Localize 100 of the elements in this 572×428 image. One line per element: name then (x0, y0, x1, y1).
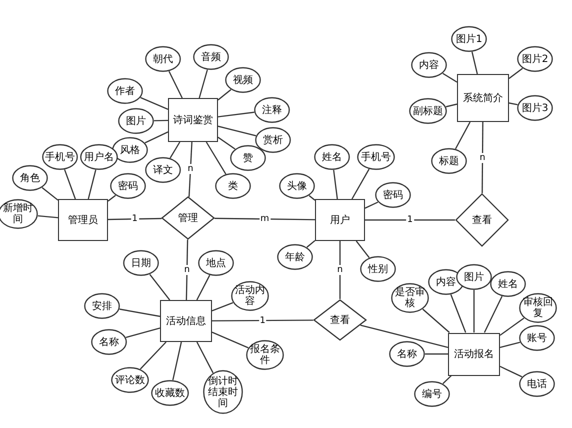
node-label: 收藏数 (154, 388, 186, 398)
connector-line (500, 366, 522, 378)
node-label: 用户名 (83, 152, 115, 162)
node-label: 图片 (463, 272, 485, 282)
attribute-ellipse (456, 264, 492, 290)
attribute-ellipse (519, 371, 555, 397)
node-label: 头像 (286, 180, 308, 192)
connector-line (214, 218, 315, 220)
attribute-ellipse (230, 145, 266, 171)
connector-line (168, 70, 183, 98)
connector-line (442, 72, 458, 83)
node-label: 年龄 (284, 252, 306, 262)
connector-line (364, 202, 378, 209)
node-label: 手机号 (360, 152, 392, 162)
attribute-ellipse (375, 182, 411, 208)
attribute-ellipse (411, 52, 447, 78)
connector-line (206, 142, 226, 174)
node-label: 图片 (125, 116, 147, 126)
attribute-ellipse (145, 157, 181, 183)
node-label: 标题 (438, 156, 460, 166)
connector-line (356, 240, 370, 258)
attribute-ellipse (198, 250, 234, 276)
attribute-ellipse (12, 165, 48, 191)
node-label: 查看 (330, 314, 350, 326)
attribute-ellipse (517, 46, 553, 72)
cardinality-label: n (186, 164, 194, 174)
connector-line (42, 187, 58, 201)
connector-line (306, 240, 316, 248)
attribute-ellipse (360, 256, 396, 282)
connector-line (170, 142, 180, 158)
node-label: 名称 (396, 348, 418, 360)
entity-box (315, 199, 365, 241)
attribute-ellipse (225, 67, 261, 93)
node-label: 是否审核 (394, 287, 426, 309)
attribute-ellipse (151, 380, 189, 406)
relationship-diamond (161, 196, 215, 240)
connector-line (333, 170, 338, 200)
connector-line (308, 195, 316, 201)
relationship-diamond (313, 299, 367, 341)
attribute-ellipse (255, 127, 291, 153)
node-label: 作者 (114, 86, 136, 96)
attribute-ellipse (193, 44, 229, 70)
attribute-ellipse (431, 148, 467, 174)
node-label: 密码 (382, 190, 404, 200)
node-label: 副标题 (412, 106, 444, 116)
node-label: 活动内容 (234, 285, 266, 307)
attribute-ellipse (145, 46, 181, 72)
attribute-ellipse (84, 293, 120, 319)
attribute-ellipse (42, 144, 78, 170)
attribute-ellipse (277, 244, 313, 270)
cardinality-label: m (259, 214, 270, 224)
connector-line (140, 342, 166, 370)
node-label: 管理 (178, 212, 198, 224)
node-label: 评论数 (114, 374, 146, 386)
connector-line (365, 219, 455, 221)
connector-line (108, 194, 116, 202)
connector-line (484, 296, 503, 333)
relationship-diamond (455, 193, 509, 247)
node-label: 倒计时结束时间 (207, 376, 239, 408)
connector-line (196, 342, 214, 374)
node-label: 查看 (472, 214, 492, 226)
node-label: 诗词鉴赏 (173, 114, 213, 126)
connector-line (500, 318, 524, 336)
connector-line (482, 122, 484, 194)
attribute-ellipse (107, 78, 143, 104)
node-label: 类 (227, 180, 239, 192)
node-label: 性别 (366, 264, 389, 274)
cardinality-label: n (478, 152, 486, 163)
connector-line (339, 241, 341, 299)
node-label: 内容 (418, 60, 440, 70)
connector-line (196, 274, 210, 300)
node-label: 视频 (232, 74, 254, 86)
connector-line (351, 168, 370, 200)
attribute-ellipse (254, 97, 290, 123)
node-label: 赞 (242, 152, 254, 164)
node-label: 编号 (421, 388, 443, 400)
entity-box (457, 74, 509, 122)
node-label: 姓名 (497, 278, 519, 290)
attribute-ellipse (111, 367, 149, 393)
connector-line (422, 308, 450, 333)
attribute-ellipse (279, 173, 315, 199)
connector-line (186, 240, 188, 300)
connector-line (508, 102, 518, 106)
node-label: 系统简介 (463, 92, 503, 104)
connector-line (212, 302, 234, 312)
cardinality-label: n (183, 264, 191, 275)
attribute-ellipse (519, 325, 555, 351)
node-label: 安排 (91, 300, 113, 312)
attribute-ellipse (80, 144, 118, 170)
connector-line (473, 290, 475, 332)
attribute-ellipse (389, 341, 425, 367)
attribute-ellipse (118, 108, 154, 134)
connector-line (218, 136, 236, 150)
attribute-ellipse (451, 26, 487, 52)
connector-line (144, 131, 168, 144)
node-label: 用户 (330, 214, 350, 226)
connector-line (455, 122, 471, 150)
entity-box (58, 199, 108, 241)
node-label: 活动报名 (454, 348, 494, 360)
connector-line (188, 142, 192, 197)
